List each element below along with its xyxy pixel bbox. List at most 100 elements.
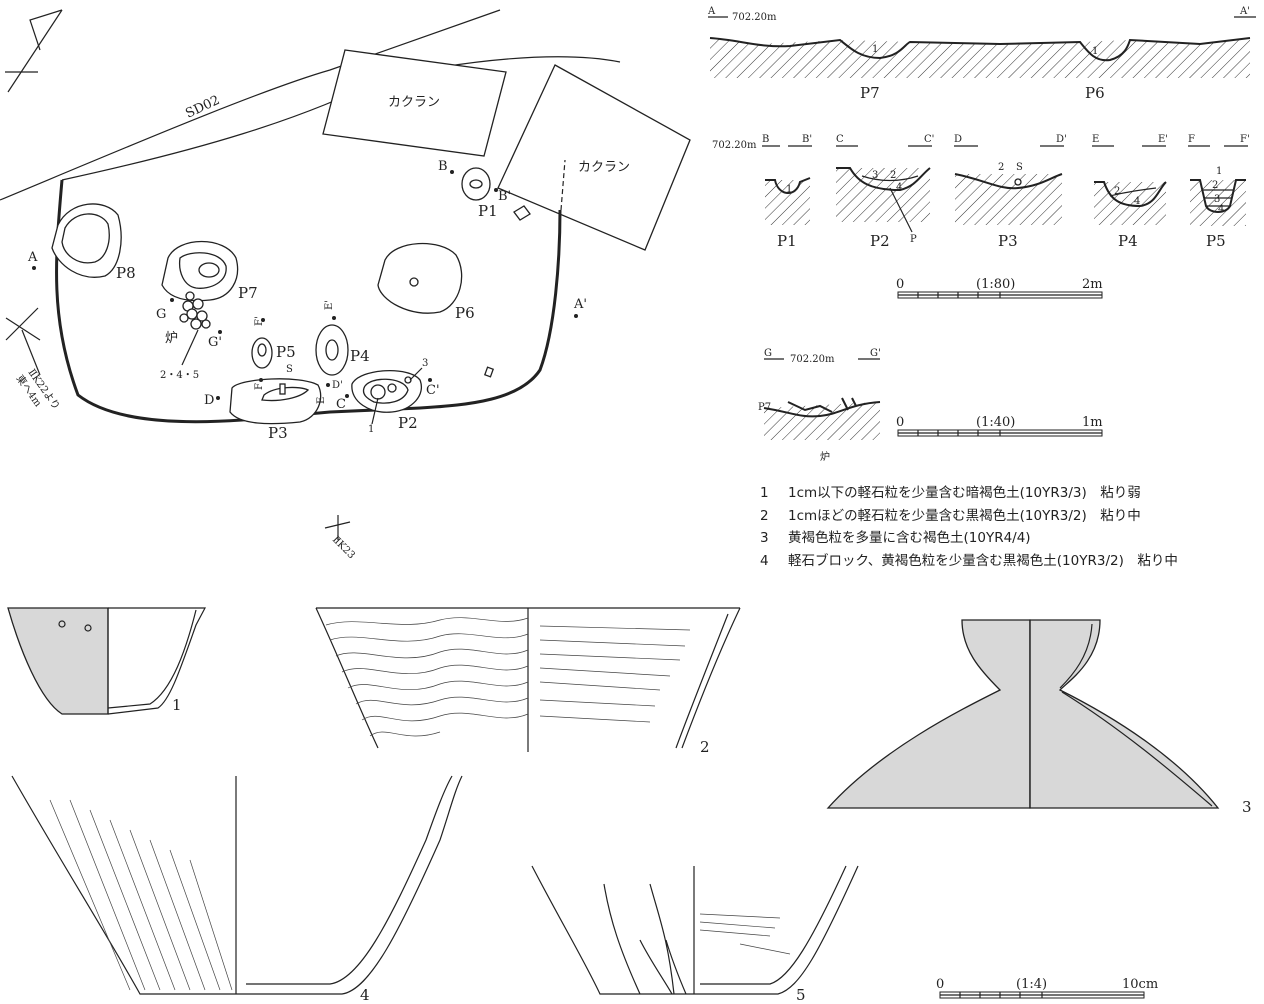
scale-40-zero: 0 (896, 415, 904, 430)
pottery-4: 4 (11, 775, 463, 1004)
point-c2: C' (426, 383, 440, 398)
section-g-caption: 炉 (820, 451, 830, 463)
find-1-label: 1 (368, 424, 374, 435)
section-aa-elev: 702.20m (732, 12, 777, 23)
section-c-right: C' (924, 134, 934, 145)
scale-40-end: 1m (1082, 415, 1103, 430)
legend-row: 1 1cm以下の軽石粒を少量含む暗褐色土(10YR3/3) 粘り弱 (760, 482, 1260, 505)
pit-label-p5: P5 (276, 343, 296, 361)
scale-4-ratio: (1:4) (1016, 977, 1047, 992)
legend-row: 4 軽石ブロック、黄褐色粒を少量含む黒褐色土(10YR3/2) 粘り中 (760, 550, 1260, 573)
small-sections-elev: 702.20m (712, 140, 757, 151)
point-e2: E' (324, 300, 335, 310)
pottery-label-1: 1 (172, 696, 182, 714)
section-f-right: F' (1240, 134, 1250, 145)
scale-bar-80: 0 (1:80) 2m (896, 277, 1103, 299)
section-b-right: B' (802, 134, 812, 145)
ditch-label: SD02 (183, 93, 222, 122)
point-c: C (336, 397, 346, 412)
pottery-5: 5 (531, 865, 859, 1004)
point-b2: B' (498, 189, 511, 204)
scale-80-zero: 0 (896, 277, 904, 292)
pottery-1: 1 (7, 607, 206, 715)
legend-row: 3 黄褐色粒を多量に含む褐色土(10YR4/4) (760, 527, 1260, 550)
point-f2: F' (254, 316, 265, 326)
legend-text: 1cm以下の軽石粒を少量含む暗褐色土(10YR3/3) 粘り弱 (788, 485, 1141, 501)
pit-p3 (229, 378, 322, 425)
point-d: D (204, 393, 214, 408)
section-g-elev: 702.20m (790, 354, 835, 365)
section-b-pit: P1 (777, 232, 797, 250)
section-f-pit: P5 (1206, 232, 1226, 250)
point-a2: A' (573, 297, 587, 312)
section-e-layer-4: 4 (1134, 196, 1140, 207)
section-c-layer-4: 4 (896, 182, 902, 193)
disturbance-area-1 (322, 49, 507, 157)
site-plan: SD02 カクラン カクラン ⅡK22より 東へ4m ⅡK23 P8 P (0, 9, 691, 561)
legend-num: 1 (760, 485, 769, 501)
pottery-3: 3 (826, 619, 1252, 816)
grid-mark-2-icon (324, 515, 351, 540)
small-sections: 702.20m B B' 1 P1 C C' 3 2 4 P P2 (712, 134, 1250, 250)
section-aa-left: A (707, 6, 716, 17)
point-e: E (316, 397, 327, 404)
section-c-layer-2: 2 (890, 170, 896, 181)
section-c-c: C C' 3 2 4 P P2 (836, 134, 934, 250)
cord-pattern (325, 617, 691, 737)
pit-p6 (377, 242, 463, 314)
section-f-left: F (1188, 134, 1195, 145)
hearth-label: 炉 (165, 331, 178, 346)
ditch-sd02-edge (0, 9, 501, 201)
section-c-left: C (836, 134, 844, 145)
pit-label-p4: P4 (350, 347, 370, 365)
disturbance-area-2 (497, 64, 691, 251)
section-aa-layer-right: 1 (1092, 46, 1098, 57)
scale-4-end: 10cm (1122, 977, 1158, 992)
legend-num: 3 (760, 530, 769, 546)
scale-40-ratio: (1:40) (976, 415, 1015, 430)
section-d-layer-s: S (1016, 162, 1023, 173)
scratch-pattern (49, 799, 233, 991)
legend-row: 2 1cmほどの軽石粒を少量含む黒褐色土(10YR3/2) 粘り中 (760, 505, 1260, 528)
outline-dashed (560, 159, 566, 211)
section-d-left: D (954, 134, 962, 145)
find-3-label: 3 (422, 358, 428, 369)
point-g: G (156, 307, 166, 322)
pottery-label-2: 2 (700, 738, 710, 756)
point-d2: D' (332, 380, 343, 391)
grid-2-label: ⅡK23 (330, 534, 357, 561)
find-s-label: S (286, 364, 293, 375)
section-d-pit: P3 (998, 232, 1018, 250)
disturbance-label-2: カクラン (578, 160, 630, 175)
pit-label-p6: P6 (455, 304, 475, 322)
section-g-pit: P7 (758, 402, 771, 413)
scale-80-end: 2m (1082, 277, 1103, 292)
legend-num: 2 (760, 507, 769, 524)
pottery-2: 2 (315, 607, 741, 756)
pit-label-p7: P7 (238, 284, 258, 302)
section-f-layer-3: 3 (1214, 194, 1220, 205)
pit-label-p2: P2 (398, 414, 418, 432)
section-d-right: D' (1056, 134, 1067, 145)
hearth-items-label: 2・4・5 (160, 370, 199, 381)
disturbance-label-1: カクラン (388, 95, 440, 110)
section-e-right: E' (1158, 134, 1168, 145)
section-b-b: B B' 1 P1 (762, 134, 812, 250)
section-b-left: B (762, 134, 769, 145)
point-b: B (438, 159, 448, 174)
section-d-layer-2: 2 (998, 162, 1004, 173)
section-points: A A' B B' C C' D D' E E' F F' G G' (27, 159, 587, 412)
section-d-d: D D' 2 S P3 (954, 134, 1067, 250)
section-b-layer: 1 (786, 184, 792, 195)
pottery-label-3: 3 (1242, 798, 1252, 816)
scale-bar-40: 0 (1:40) 1m (896, 415, 1103, 437)
section-g-right: G' (870, 348, 881, 359)
legend-text: 黄褐色粒を多量に含む褐色土(10YR4/4) (788, 530, 1031, 546)
legend-text: 1cmほどの軽石粒を少量含む黒褐色土(10YR3/2) 粘り中 (788, 507, 1141, 524)
section-e-pit: P4 (1118, 232, 1138, 250)
section-f-layer-4: 4 (1218, 204, 1224, 215)
legend-num: 4 (760, 552, 769, 569)
legend-text: 軽石ブロック、黄褐色粒を少量含む黒褐色土(10YR3/2) 粘り中 (788, 552, 1178, 569)
scale-4-zero: 0 (936, 977, 944, 992)
